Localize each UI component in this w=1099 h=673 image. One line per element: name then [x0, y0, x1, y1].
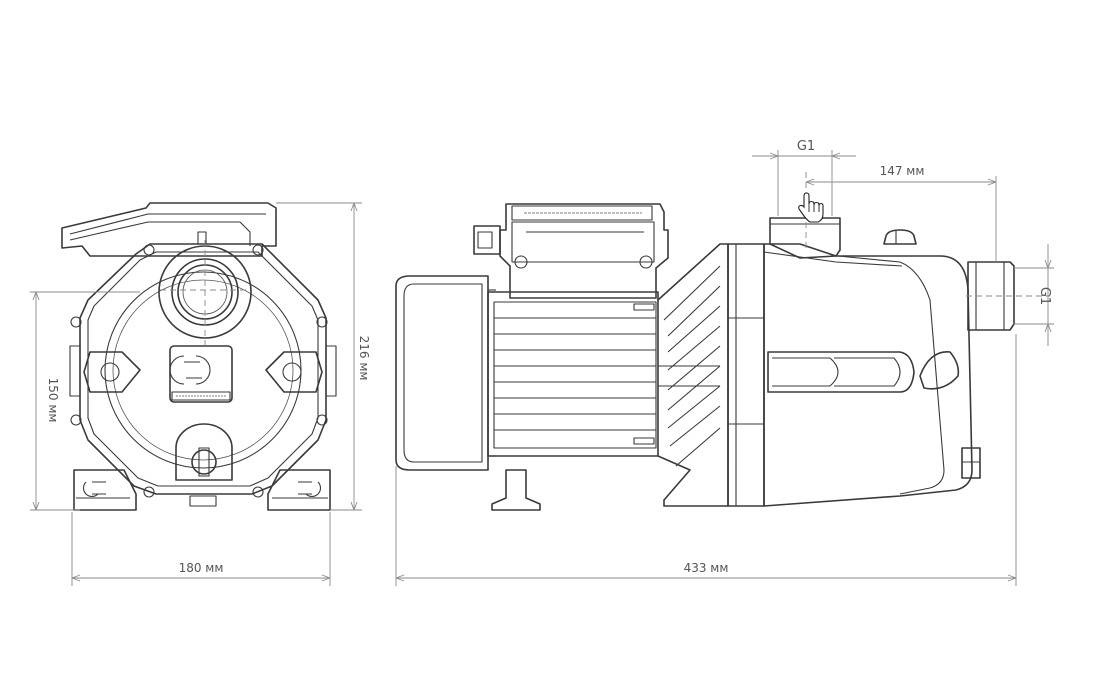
outlet-offset-label: 147 мм — [880, 164, 925, 178]
motor-fins — [494, 317, 656, 431]
hand-pointer-icon — [798, 192, 824, 223]
front-dimensions: 180 мм 150 мм 216 мм — [30, 202, 371, 586]
front-width-label: 180 мм — [179, 561, 224, 575]
side-length-label: 433 мм — [684, 561, 729, 575]
side-dimensions: 433 мм G1 147 мм G1 — [395, 139, 1054, 586]
front-bolts — [70, 244, 328, 498]
front-axis-height-label: 150 мм — [46, 378, 60, 423]
front-total-height-label: 216 мм — [357, 336, 371, 381]
bracket-ribs — [663, 265, 721, 467]
front-view — [61, 202, 337, 511]
outlet-thread-label: G1 — [797, 139, 815, 154]
side-view — [395, 172, 1050, 511]
inlet-thread-label: G1 — [1037, 287, 1052, 305]
